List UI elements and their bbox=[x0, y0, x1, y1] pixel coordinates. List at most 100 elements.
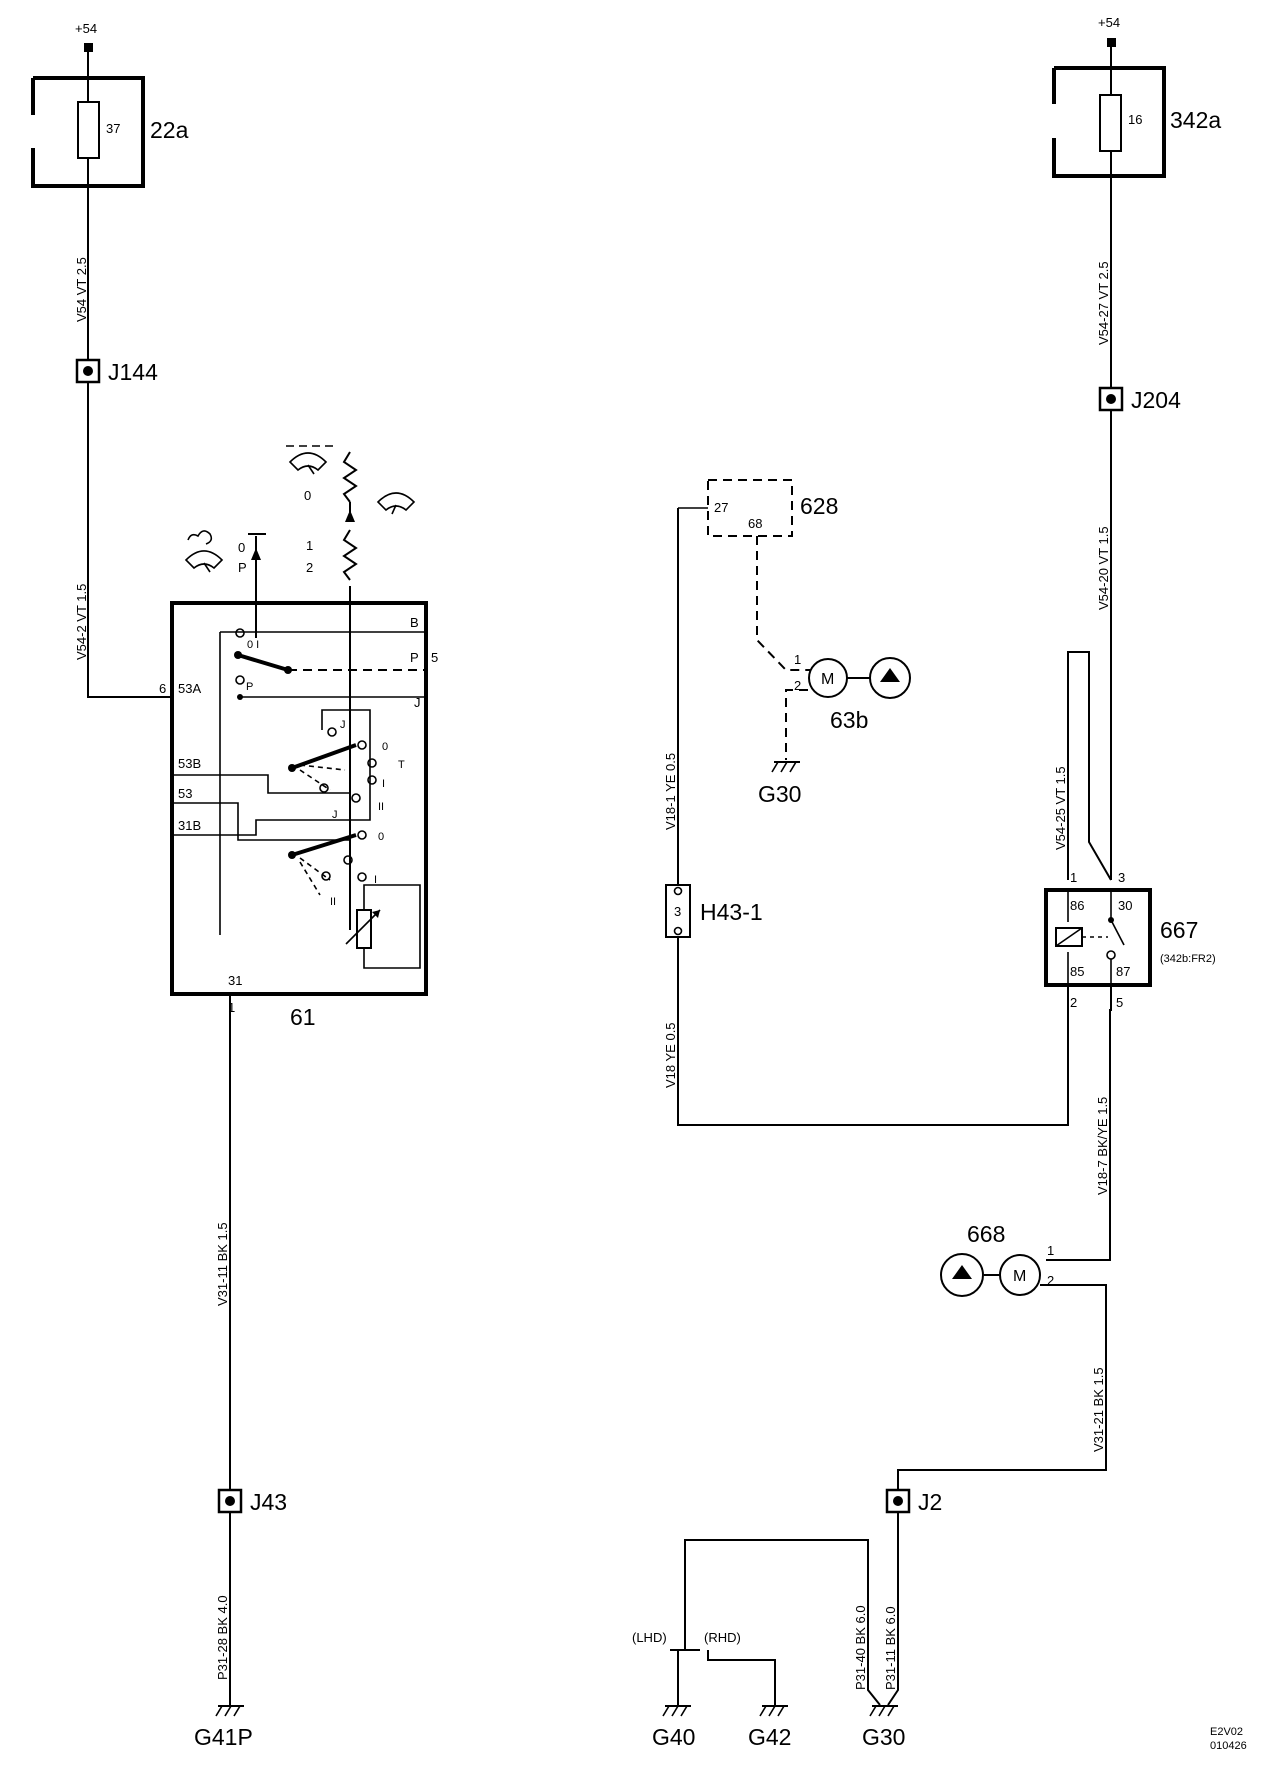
rhd-label: (RHD) bbox=[704, 1630, 741, 1645]
junction-j204-label: J204 bbox=[1131, 387, 1181, 413]
wire-p31-28: P31-28 BK 4.0 bbox=[215, 1595, 230, 1680]
ground-g42: G42 bbox=[748, 1705, 791, 1750]
relay-667-n2: 2 bbox=[1070, 995, 1077, 1010]
switch-pin-j: J bbox=[414, 695, 421, 710]
wiper-fast-icon bbox=[376, 492, 416, 515]
switch-pos-ii-lower: II bbox=[330, 896, 336, 908]
footer-number: 010426 bbox=[1210, 1740, 1247, 1752]
motor-63b-pin-1: 1 bbox=[794, 652, 801, 667]
connector-h43-pin-3: 3 bbox=[674, 904, 681, 919]
relay-667-pin-86: 86 bbox=[1070, 898, 1084, 913]
wiper-interval-icon: 0 bbox=[286, 445, 336, 503]
switch-pos-j-upper: J bbox=[340, 719, 346, 731]
switch-pin-31b: 31B bbox=[178, 818, 201, 833]
switch-pin-1: 1 bbox=[228, 1000, 235, 1015]
switch-pos-ii-upper: II bbox=[378, 801, 384, 813]
wire-v31-11: V31-11 BK 1.5 bbox=[215, 1222, 230, 1306]
switch-pin-53: 53 bbox=[178, 786, 192, 801]
motor-63b-pin-2: 2 bbox=[794, 678, 801, 693]
lhd-rhd-selector: (LHD) (RHD) bbox=[632, 1630, 776, 1705]
switch-pos-2: 2 bbox=[306, 560, 313, 575]
junction-j204: J204 bbox=[1098, 386, 1181, 413]
module-628: 27 68 628 bbox=[707, 479, 838, 537]
switch-pos-j-lower: J bbox=[332, 809, 338, 821]
relay-667-n1: 1 bbox=[1070, 870, 1077, 885]
motor-668-label: 668 bbox=[967, 1221, 1005, 1247]
switch-pos-o-i: 0 I bbox=[247, 639, 259, 651]
relay-667-n3: 3 bbox=[1118, 870, 1125, 885]
switch-pos-0-mid: 0 bbox=[304, 488, 311, 503]
wire-p31-11: P31-11 BK 6.0 bbox=[883, 1606, 898, 1690]
ground-g42-label: G42 bbox=[748, 1724, 791, 1750]
ground-g30-top: G30 bbox=[758, 761, 801, 807]
wire-v54-25: V54 VT 2.5 bbox=[74, 257, 89, 322]
motor-668-pin-2: 2 bbox=[1047, 1273, 1054, 1288]
motor-668-symbol: M bbox=[1013, 1268, 1026, 1285]
ground-g40-label: G40 bbox=[652, 1724, 695, 1750]
motor-668-pin-1: 1 bbox=[1047, 1243, 1054, 1258]
fuse-box-label-342a: 342a bbox=[1170, 107, 1221, 133]
relay-667: 1 3 86 30 85 87 2 5 667 (342b:FR2) bbox=[1044, 870, 1216, 1010]
switch-pos-i-lower: I bbox=[374, 874, 377, 886]
wire-v18-1: V18-1 YE 0.5 bbox=[663, 753, 678, 830]
wire-v54-20: V54-20 VT 1.5 bbox=[1096, 526, 1111, 610]
connector-h43-1: 3 H43-1 bbox=[665, 884, 763, 938]
wiper-park-icon bbox=[184, 530, 224, 573]
junction-j144: J144 bbox=[75, 358, 158, 385]
pump-icon-63b bbox=[869, 657, 911, 699]
wiper-switch-61: 6 1 0 P 0 1 2 B P 5 bbox=[159, 445, 438, 1030]
switch-pos-0-top: 0 bbox=[238, 540, 245, 555]
switch-pos-1: 1 bbox=[306, 538, 313, 553]
switch-pin-53a: 53A bbox=[178, 681, 201, 696]
module-628-label: 628 bbox=[800, 493, 838, 519]
fuse-number-37: 37 bbox=[106, 121, 120, 136]
pump-icon-668 bbox=[940, 1253, 984, 1297]
fuse-37 bbox=[77, 101, 100, 159]
relay-667-n5: 5 bbox=[1116, 995, 1123, 1010]
ground-g40: G40 bbox=[652, 1705, 695, 1750]
switch-pin-b: B bbox=[410, 615, 419, 630]
switch-pos-t: T bbox=[398, 759, 405, 771]
wire-v31-21 bbox=[897, 1284, 1107, 1490]
interval-potentiometer bbox=[345, 884, 421, 969]
relay-667-label: 667 bbox=[1160, 917, 1198, 943]
ground-g30-bottom: G30 bbox=[862, 1705, 905, 1750]
fuse-box-22a bbox=[31, 76, 145, 188]
wire-p31-40: P31-40 BK 6.0 bbox=[853, 1605, 868, 1690]
junction-j43-label: J43 bbox=[250, 1489, 287, 1515]
supply-terminal-right bbox=[1107, 38, 1116, 47]
ground-g30-top-label: G30 bbox=[758, 781, 801, 807]
wire-v54-25-relay: V54-25 VT 1.5 bbox=[1053, 766, 1068, 850]
fuse-number-16: 16 bbox=[1128, 112, 1142, 127]
switch-pos-p-contact: P bbox=[246, 681, 253, 693]
switch-pin-31: 31 bbox=[228, 973, 242, 988]
relay-667-pin-87: 87 bbox=[1116, 964, 1130, 979]
wire-v18-label: V18 YE 0.5 bbox=[663, 1022, 678, 1088]
fuse-box-342a bbox=[1052, 66, 1166, 178]
module-628-pin-68: 68 bbox=[748, 516, 762, 531]
module-628-pin-27: 27 bbox=[714, 500, 728, 515]
motor-63b-label: 63b bbox=[830, 707, 868, 733]
switch-pos-p-top: P bbox=[238, 560, 247, 575]
lhd-label: (LHD) bbox=[632, 1630, 667, 1645]
switch-pos-i-upper: I bbox=[382, 778, 385, 790]
relay-667-pin-85: 85 bbox=[1070, 964, 1084, 979]
wire-v31-21-label: V31-21 BK 1.5 bbox=[1091, 1367, 1106, 1452]
junction-j2-label: J2 bbox=[918, 1489, 942, 1515]
interval-resistor bbox=[342, 451, 358, 581]
washer-pump-668: M 668 1 2 bbox=[940, 1221, 1054, 1297]
switch-pin-6: 6 bbox=[159, 681, 166, 696]
left-supply: +54 37 22a V54 VT 2.5 bbox=[31, 21, 189, 360]
switch-pin-p-number: 5 bbox=[431, 650, 438, 665]
junction-j2: J2 bbox=[885, 1488, 942, 1515]
supply-terminal-left bbox=[84, 43, 93, 52]
connector-h43-label: H43-1 bbox=[700, 899, 763, 925]
junction-j144-label: J144 bbox=[108, 359, 158, 385]
ground-g41p-label: G41P bbox=[194, 1724, 253, 1750]
footer-code: E2V02 bbox=[1210, 1726, 1243, 1738]
switch-61-outline bbox=[170, 601, 428, 996]
ground-g30-bottom-label: G30 bbox=[862, 1724, 905, 1750]
switch-pin-p: P bbox=[410, 650, 419, 665]
relay-667-sublabel: (342b:FR2) bbox=[1160, 953, 1216, 965]
